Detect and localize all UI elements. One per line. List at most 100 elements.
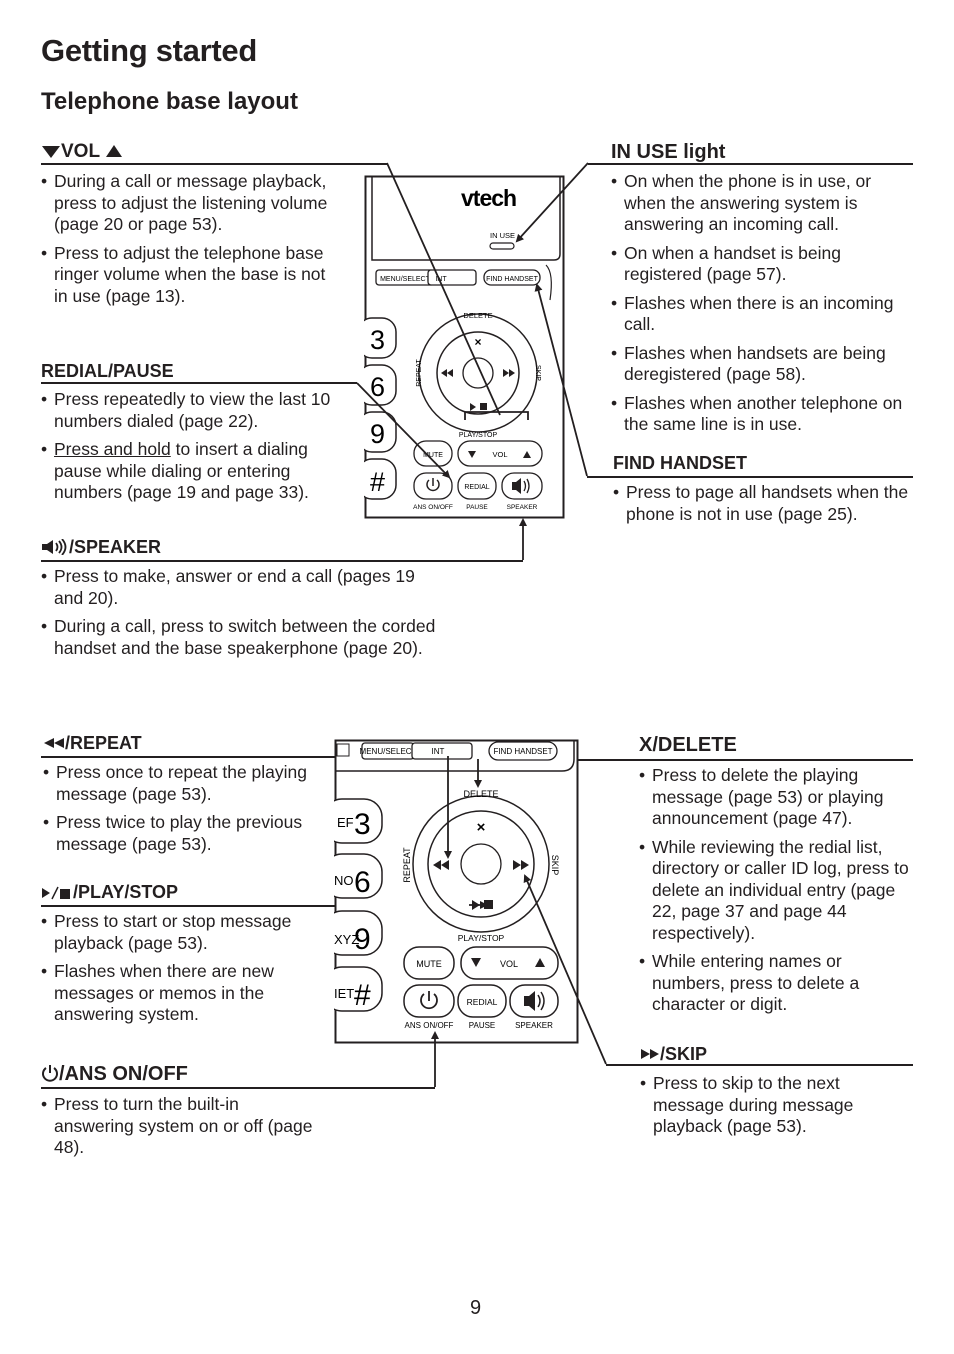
svg-text:REDIAL: REDIAL <box>464 484 489 491</box>
repeat-heading: /REPEAT <box>43 733 142 754</box>
redial-pause-heading: REDIAL/PAUSE <box>41 361 174 381</box>
play-stop-icon <box>42 886 70 900</box>
list-item: Press to turn the built-in answering sys… <box>41 1094 316 1159</box>
svg-text:VOL: VOL <box>492 450 507 459</box>
svg-text:PLAY/STOP: PLAY/STOP <box>458 933 505 943</box>
page-title: Getting started <box>41 33 257 68</box>
svg-text:PAUSE: PAUSE <box>466 504 488 511</box>
in-use-label: IN USE <box>490 231 515 240</box>
speaker-icon <box>42 538 67 556</box>
svg-text:REPEAT: REPEAT <box>416 359 423 387</box>
key-9: 9 <box>354 923 371 956</box>
svg-text:PAUSE: PAUSE <box>469 1021 496 1030</box>
page-subtitle: Telephone base layout <box>41 88 298 115</box>
vol-bullets: During a call or message playback, press… <box>41 171 331 314</box>
page-number: 9 <box>470 1297 482 1319</box>
vol-rule <box>41 163 387 165</box>
key-9: 9 <box>370 419 385 449</box>
book-icon <box>336 743 350 757</box>
list-item: Flashes when there is an incoming call. <box>611 293 916 336</box>
svg-text:SKIP: SKIP <box>550 855 560 876</box>
svg-text:FIND HANDSET: FIND HANDSET <box>493 747 552 756</box>
in-use-bullets: On when the phone is in use, or when the… <box>611 171 916 443</box>
redial-pause-rule <box>41 382 357 384</box>
redial-button[interactable] <box>457 472 497 500</box>
list-item: On when the phone is in use, or when the… <box>611 171 916 236</box>
svg-text:NO: NO <box>334 873 354 888</box>
list-item: Press to skip to the next message during… <box>640 1073 900 1138</box>
svg-text:MUTE: MUTE <box>416 959 442 969</box>
find-handset-button[interactable] <box>488 741 558 761</box>
rewind-icon <box>433 860 441 870</box>
speaker-rule <box>41 560 523 562</box>
delete-heading: X/DELETE <box>639 734 737 756</box>
skip-heading: /SKIP <box>640 1044 707 1065</box>
in-use-heading: IN USE light <box>611 141 726 163</box>
play-stop-rule <box>41 905 469 907</box>
svg-text:REDIAL: REDIAL <box>467 997 498 1007</box>
hold-rest-text: to insert a dialing pause while dialing … <box>54 439 309 502</box>
delete-bullets: Press to delete the playing message (pag… <box>639 765 914 1023</box>
delete-rule <box>478 759 913 761</box>
svg-text:IET: IET <box>334 986 354 1001</box>
list-item: Press repeatedly to view the last 10 num… <box>41 389 346 432</box>
svg-text:ANS ON/OFF: ANS ON/OFF <box>405 1021 454 1030</box>
ans-onoff-rule <box>41 1087 435 1089</box>
vtech-logo: vtech <box>461 185 516 211</box>
list-item: Press to start or stop message playback … <box>41 911 316 954</box>
speaker-button[interactable] <box>501 472 543 500</box>
delete-x-icon: × <box>474 335 481 349</box>
ans-onoff-bullets: Press to turn the built-in answering sys… <box>41 1094 316 1166</box>
svg-text:PLAY/STOP: PLAY/STOP <box>459 432 498 439</box>
find-handset-bullets: Press to page all handsets when the phon… <box>613 482 913 532</box>
list-item: During a call, press to switch between t… <box>41 616 441 659</box>
svg-text:INT: INT <box>432 747 445 756</box>
volume-down-triangle-icon <box>42 146 60 158</box>
svg-text:SPEAKER: SPEAKER <box>507 504 538 511</box>
svg-text:SPEAKER: SPEAKER <box>515 1021 553 1030</box>
list-item: Press twice to play the previous message… <box>43 812 318 855</box>
ans-onoff-heading: /ANS ON/OFF <box>41 1063 188 1086</box>
power-icon <box>42 1065 58 1082</box>
key-6: 6 <box>370 372 385 402</box>
svg-text:INT: INT <box>435 276 447 283</box>
svg-text:ANS ON/OFF: ANS ON/OFF <box>413 504 453 511</box>
list-item: On when a handset is being registered (p… <box>611 243 916 286</box>
int-button[interactable] <box>411 742 473 760</box>
list-item: Flashes when handsets are being deregist… <box>611 343 916 386</box>
redial-pause-bullets: Press repeatedly to view the last 10 num… <box>41 389 346 511</box>
list-item: Press once to repeat the playing message… <box>43 762 318 805</box>
in-use-rule <box>588 163 913 165</box>
list-item: Press to make, answer or end a call (pag… <box>41 566 441 609</box>
repeat-rule <box>41 756 448 758</box>
vol-heading: VOL <box>41 141 123 163</box>
speaker-heading: /SPEAKER <box>41 537 161 558</box>
key-hash: # <box>370 467 385 497</box>
repeat-bullets: Press once to repeat the playing message… <box>43 762 318 862</box>
svg-text:FIND HANDSET: FIND HANDSET <box>486 276 538 283</box>
svg-text:DELETE: DELETE <box>463 789 498 799</box>
list-item: Press to page all handsets when the phon… <box>613 482 913 525</box>
base-diagram-top: vtech IN USE MENU/SELECT INT FIND HANDSE… <box>364 175 565 519</box>
rewind-icon <box>44 738 64 748</box>
key-6: 6 <box>354 866 371 899</box>
press-and-hold-text: Press and hold <box>54 439 171 459</box>
list-item: Flashes when there are new messages or m… <box>41 961 316 1026</box>
nav-center <box>460 843 502 885</box>
mute-button[interactable] <box>403 946 455 980</box>
list-item: Press to adjust the telephone base ringe… <box>41 243 331 308</box>
list-item: During a call or message playback, press… <box>41 171 331 236</box>
nav-center <box>462 357 494 389</box>
volume-up-triangle-icon <box>106 145 122 157</box>
svg-text:REPEAT: REPEAT <box>402 847 412 883</box>
key-3: 3 <box>354 808 371 841</box>
list-item: While entering names or numbers, press t… <box>639 951 914 1016</box>
key-3: 3 <box>370 325 385 355</box>
find-handset-rule <box>587 476 913 478</box>
list-item: While reviewing the redial list, directo… <box>639 837 914 945</box>
skip-bullets: Press to skip to the next message during… <box>640 1073 900 1145</box>
key-hash: # <box>354 979 371 1012</box>
redial-button[interactable] <box>457 984 507 1018</box>
svg-text:MENU/SELECT: MENU/SELECT <box>380 276 431 283</box>
svg-text:VOL: VOL <box>500 959 518 969</box>
